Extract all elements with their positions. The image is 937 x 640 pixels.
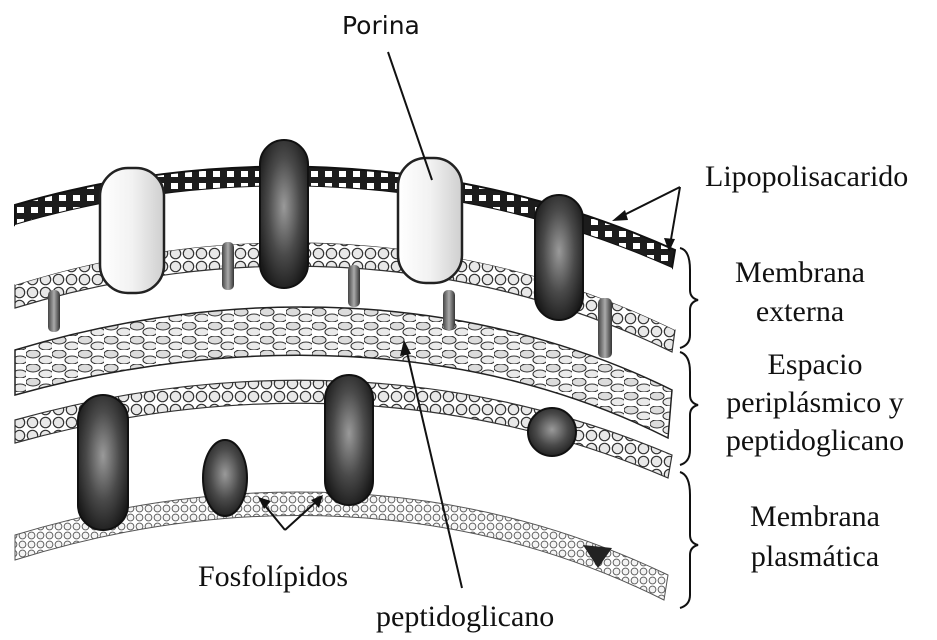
lipoprotein-peg xyxy=(222,242,234,290)
plasma-membrane-protein xyxy=(203,440,247,516)
lipoprotein-peg xyxy=(443,290,455,330)
lipoprotein-peg xyxy=(598,298,612,358)
label-membrana-plasmatica-line1: Membrana xyxy=(700,500,930,535)
pointer-lps-b xyxy=(670,187,680,245)
lipoprotein-peg xyxy=(48,290,60,332)
label-membrana-externa-line2: externa xyxy=(700,295,900,330)
periplasmic-protein xyxy=(528,408,576,456)
pointer-lps-a xyxy=(618,187,680,218)
outer-membrane-protein xyxy=(535,195,583,320)
pointer-peptidoglicano xyxy=(406,348,462,588)
brace-membrana-plasmatica xyxy=(680,472,698,608)
plasma-membrane-protein xyxy=(325,375,373,505)
label-fosfolipidos: Fosfolípidos xyxy=(198,560,348,595)
lipoprotein-peg xyxy=(348,265,360,307)
label-membrana-externa-line1: Membrana xyxy=(700,256,900,291)
brace-membrana-externa xyxy=(680,248,698,348)
label-lipopolisacarido: Lipopolisacarido xyxy=(705,160,908,195)
arrowhead-lps-a xyxy=(612,210,628,221)
porin-protein xyxy=(100,168,164,293)
label-espacio-line2: periplásmico y xyxy=(700,386,930,421)
label-porina: Porina xyxy=(342,12,420,41)
brace-espacio xyxy=(680,352,698,465)
plasma-membrane-protein xyxy=(78,395,128,530)
label-espacio-line3: peptidoglicano xyxy=(700,424,930,459)
label-peptidoglicano: peptidoglicano xyxy=(376,600,554,635)
label-membrana-plasmatica-line2: plasmática xyxy=(700,540,930,575)
outer-membrane-protein xyxy=(260,140,308,288)
pointer-porina xyxy=(388,52,432,180)
label-espacio-line1: Espacio xyxy=(700,348,930,383)
